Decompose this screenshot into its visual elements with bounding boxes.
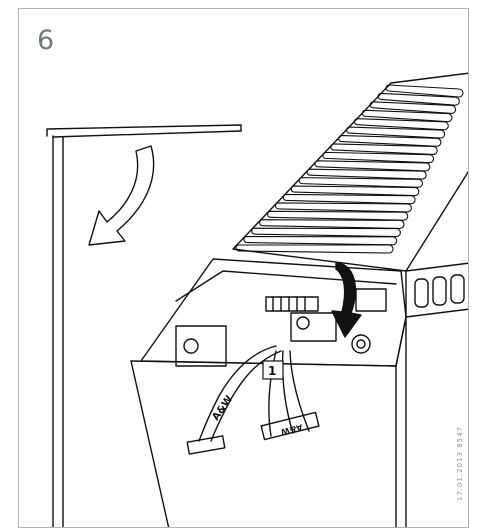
right-screw xyxy=(351,334,371,354)
grille-slat xyxy=(353,118,449,131)
cable-label-left: A&W xyxy=(210,394,235,423)
instruction-panel: 6 xyxy=(18,8,469,528)
grille-slat xyxy=(330,143,438,156)
grille-slat xyxy=(369,101,457,114)
grille-slat xyxy=(267,210,409,221)
front-cover xyxy=(46,124,242,527)
grille-slat xyxy=(361,109,453,123)
vent-grille xyxy=(232,72,468,272)
side-strip xyxy=(405,262,468,318)
grille-slat xyxy=(259,219,405,229)
grille-slat xyxy=(377,92,460,106)
insert-arrow-icon xyxy=(331,262,362,338)
unit-base xyxy=(130,316,407,527)
grille-slat xyxy=(346,126,446,139)
connector-label: A&W xyxy=(280,422,304,436)
electronics-compartment xyxy=(140,258,407,367)
grille-slats xyxy=(235,84,464,254)
grille-slat xyxy=(314,160,431,172)
grille-slat xyxy=(306,168,427,180)
grille-slat xyxy=(243,236,398,246)
installation-illustration: A&W 1 A&W xyxy=(46,72,468,527)
sensor-module xyxy=(355,288,387,312)
grille-slat xyxy=(251,227,401,238)
document-code: 17.01.2013 8547 xyxy=(456,425,464,501)
cable-label-right-number: 1 xyxy=(268,364,276,378)
step-number: 6 xyxy=(37,25,55,56)
grille-slat xyxy=(322,151,435,164)
terminal-block xyxy=(265,296,319,312)
grille-slat xyxy=(385,84,464,98)
grille-slat xyxy=(282,193,416,205)
left-bracket xyxy=(175,325,227,367)
center-bracket xyxy=(290,312,337,342)
grille-slat xyxy=(338,134,442,147)
rotate-arrow-icon xyxy=(88,145,155,246)
left-screw xyxy=(183,338,199,354)
cable-harness-left xyxy=(186,345,282,455)
grille-slat xyxy=(274,202,412,213)
grille-slat xyxy=(235,244,394,254)
bracket-screw xyxy=(296,316,310,330)
grille-slat xyxy=(298,177,424,188)
grille-slat xyxy=(290,185,420,197)
cable-harness-right xyxy=(260,350,320,441)
